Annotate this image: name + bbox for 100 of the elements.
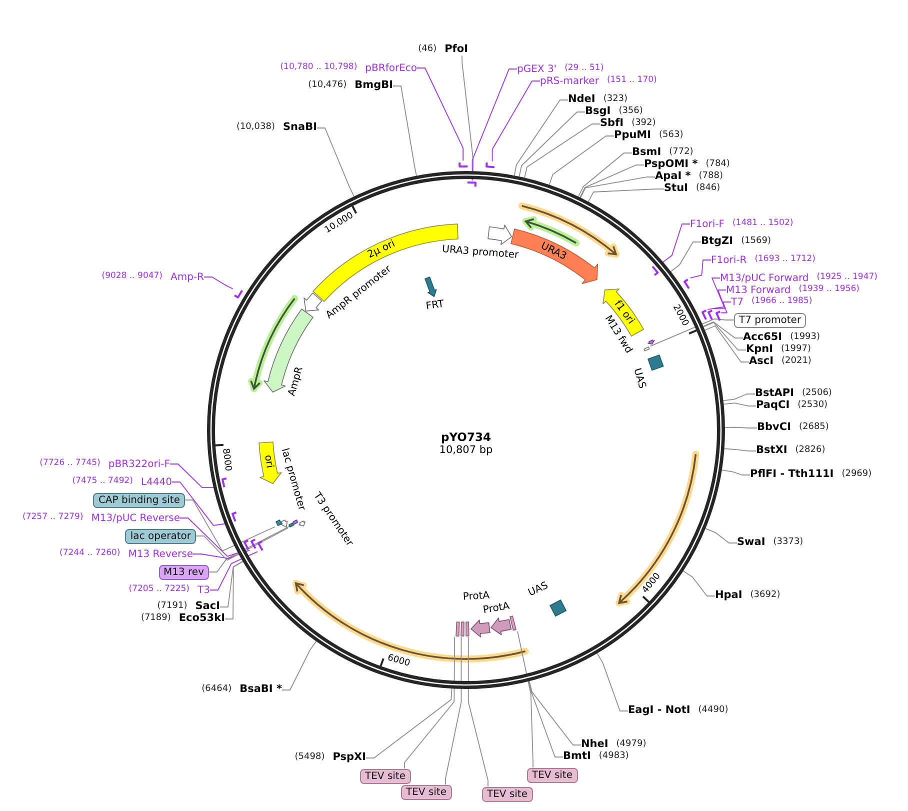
feature-label: ori xyxy=(262,454,275,469)
site-position: (3373) xyxy=(773,538,804,548)
enzyme-name: BstXI xyxy=(756,445,788,457)
primer-position: (7205 .. 7225) xyxy=(128,585,190,595)
leader-line xyxy=(518,112,586,177)
enzyme-name: BsgI xyxy=(585,106,611,118)
site-position: (10,038) xyxy=(236,123,275,133)
enzyme-name: KpnI xyxy=(746,344,774,356)
primer-position: (1481 .. 1502) xyxy=(732,219,794,229)
primer-position: (9028 .. 9047) xyxy=(102,272,162,282)
site-position: (4490) xyxy=(698,706,728,716)
leader-line xyxy=(548,136,614,186)
feature-label: FRT xyxy=(425,299,445,313)
enzyme-name: BmgBI xyxy=(354,80,393,92)
primer-mark xyxy=(250,538,257,550)
feature-box xyxy=(292,518,299,526)
leader-line xyxy=(184,500,276,552)
leader-line xyxy=(204,276,234,290)
primer-position: (1939 .. 1956) xyxy=(798,285,860,295)
leader-line xyxy=(724,426,758,428)
site-position: (2685) xyxy=(798,423,829,433)
primer-name: T3 xyxy=(198,584,210,596)
site-position: (46) xyxy=(418,45,437,55)
primer-mark xyxy=(231,511,238,523)
feature-tag: T7 promoter xyxy=(734,312,806,328)
primer-position: (7726 .. 7745) xyxy=(40,459,100,469)
enzyme-name: EagI - NotI xyxy=(628,705,690,717)
leader-line xyxy=(462,55,474,172)
primer-mark xyxy=(232,288,244,299)
leader-line xyxy=(282,640,317,690)
feature-box xyxy=(454,620,460,637)
leader-line xyxy=(720,302,732,314)
primer-name: M13 Reverse xyxy=(128,548,193,560)
primer-mark xyxy=(682,278,690,290)
enzyme-name: NdeI xyxy=(568,94,596,106)
feature-label: ProtA xyxy=(482,600,510,616)
primer-mark xyxy=(221,476,228,488)
primer-position: (10,780 .. 10,798) xyxy=(280,63,358,73)
enzyme-name: BstAPI xyxy=(755,388,794,400)
leader-line xyxy=(445,636,462,785)
leader-line xyxy=(366,688,452,758)
leader-line xyxy=(724,448,756,452)
site-position: (356) xyxy=(618,107,643,117)
primer-position: (1966 .. 1985) xyxy=(751,297,812,307)
site-position: (323) xyxy=(603,95,628,105)
feature-tag: TEV site xyxy=(360,768,411,784)
site-position: (6464) xyxy=(202,685,232,695)
site-position: (1997) xyxy=(781,345,811,355)
primer-name: F1ori-F xyxy=(690,218,724,230)
enzyme-name: BmtI xyxy=(563,751,591,763)
leader-line xyxy=(704,325,750,362)
feature-box xyxy=(643,346,650,352)
primer-position: (151 .. 170) xyxy=(606,76,657,86)
plasmid-name: pYO734 xyxy=(441,430,491,444)
leader-line xyxy=(650,318,734,347)
primer-mark xyxy=(701,309,708,322)
primer-position: (1693 .. 1712) xyxy=(754,255,816,265)
leader-line xyxy=(707,278,725,310)
primer-position: (1925 .. 1947) xyxy=(816,273,878,283)
leader-line xyxy=(416,68,464,162)
primer-name: L4440 xyxy=(140,476,172,488)
site-position: (5498) xyxy=(294,753,325,763)
feature-tag: lac operator xyxy=(125,528,196,544)
tick-label: 8000 xyxy=(220,448,232,472)
primer-mark xyxy=(651,265,660,277)
enzyme-name: SwaI xyxy=(737,537,766,549)
plasmid-length: 10,807 bp xyxy=(439,445,493,457)
leader-line xyxy=(722,394,756,402)
leader-line xyxy=(705,528,738,544)
site-position: (7189) xyxy=(140,614,171,624)
enzyme-name: Eco53kI xyxy=(178,613,225,625)
leader-line xyxy=(721,470,750,476)
site-position: (1569) xyxy=(741,237,771,247)
leader-line xyxy=(210,551,258,590)
primer-name: M13/pUC Reverse xyxy=(91,512,180,524)
feature-label: AmpR xyxy=(286,365,306,398)
enzyme-name: PspXI xyxy=(332,752,366,764)
primer-position: (7244 .. 7260) xyxy=(60,549,120,559)
primer-position: (7475 .. 7492) xyxy=(72,477,133,487)
primer-name: T7 xyxy=(731,296,744,308)
feature-box xyxy=(465,620,470,637)
site-position: (563) xyxy=(659,131,684,141)
primer-mark xyxy=(714,310,722,322)
feature-tag: TEV site xyxy=(527,768,578,782)
primer-mark xyxy=(707,308,714,321)
site-position: (846) xyxy=(696,184,720,194)
leader-line xyxy=(528,680,582,746)
leader-line xyxy=(472,68,518,181)
site-position: (772) xyxy=(669,148,694,158)
enzyme-name: ApaI * xyxy=(655,171,691,183)
feature-label: 2μ ori xyxy=(366,238,398,261)
enzyme-name: PfoI xyxy=(444,44,468,56)
enzyme-name: BsmI xyxy=(632,147,662,159)
leader-line xyxy=(404,636,455,769)
feature-label: URA3 promoter xyxy=(441,244,519,262)
leader-line xyxy=(492,80,540,162)
primer-name: F1ori-R xyxy=(711,254,747,266)
leader-line xyxy=(580,164,644,198)
primer-name: M13/pUC Forward xyxy=(720,272,809,284)
leader-line xyxy=(682,570,716,596)
